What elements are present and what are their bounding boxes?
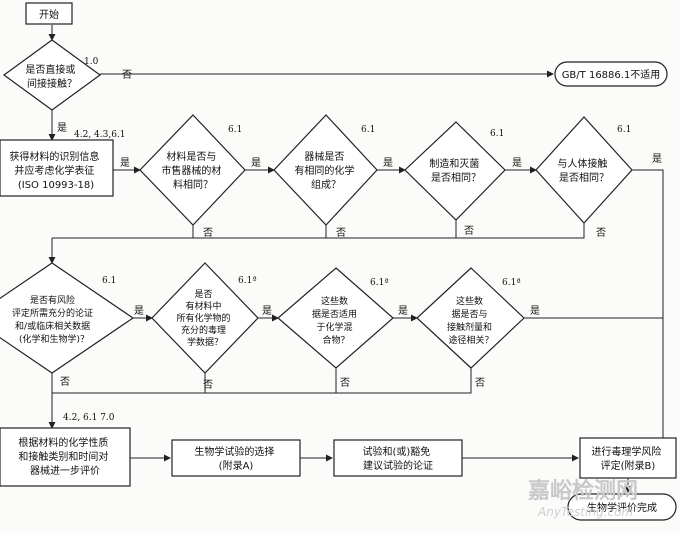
decision-same-chemistry (273, 114, 378, 226)
ref-d4: 6.1 (490, 129, 504, 139)
start-box (25, 2, 73, 25)
risk-text: 进行毒理学风险 评定(附录B) (591, 445, 664, 472)
label-d8-yes: 是 (398, 305, 408, 317)
ref-d9: 6.1ª (502, 278, 521, 288)
ref-d8: 6.1ª (370, 278, 389, 288)
label-d2-no: 否 (203, 227, 213, 239)
decision-contact-text: 是否直接或 间接接触？ (25, 63, 78, 90)
waiver-text: 试验和(或)豁免 建议试验的论证 (363, 445, 434, 472)
decision-same-manufacturing (404, 121, 506, 221)
decision-same-material-text: 材料是否与 市售器械的材 料相同？ (161, 150, 224, 191)
watermark-en: AnyTesting.com (537, 505, 633, 519)
label-d4-yes: 是 (512, 157, 522, 169)
label-d4-no: 否 (464, 225, 474, 237)
label-d9-yes: 是 (530, 305, 540, 317)
evaluate-text: 根据材料的化学性质 和接触类别和时间对 器械进一步评价 (18, 436, 111, 477)
decision-same-chemistry-text: 器械是否 有相同的化学 组成？ (294, 150, 357, 191)
label-d5-no: 否 (596, 227, 606, 239)
decision-mixture-text: 这些数 据是否适用 于化学混 合物？ (312, 295, 360, 346)
connectors (48, 25, 667, 493)
ref-evaluate: 4.2, 6.1 7.0 (63, 413, 115, 423)
decision-dose-route (416, 267, 525, 369)
label-d3-no: 否 (336, 227, 346, 239)
decision-contact (2, 39, 102, 111)
identify-box (0, 139, 114, 197)
label-d9-no: 否 (475, 377, 485, 389)
bio-select-box (171, 439, 301, 477)
label-d8-no: 否 (340, 377, 350, 389)
label-d1-yes: 是 (57, 122, 67, 134)
ref-d7: 6.1ª (238, 276, 257, 286)
label-d7-no: 否 (203, 379, 213, 391)
evaluate-box (0, 427, 131, 487)
decision-tox-data-text: 是否 有材料中 所有化学物的 充分的毒理 学数据？ (177, 289, 234, 348)
terminal-done-label: 生物学评价完成 (587, 501, 657, 514)
decision-same-contact (535, 116, 633, 224)
risk-box (579, 437, 677, 479)
decision-mixture (277, 267, 394, 369)
decision-same-manufacturing-text: 制造和灭菌 是否相同？ (429, 157, 482, 184)
watermark-cn: 嘉峪检测网 (528, 478, 638, 504)
ref-d2: 6.1 (228, 125, 242, 135)
label-d1-no: 否 (122, 69, 132, 81)
label-identify-yes: 是 (120, 157, 130, 169)
terminal-done (567, 493, 677, 521)
ref-identify: 4.2, 4.3,6.1 (74, 130, 126, 140)
identify-text: 获得材料的识别信息 并应考虑化学表征 (ISO 10993-18) (9, 150, 102, 191)
decision-same-contact-text: 与人体接触 是否相同？ (557, 157, 610, 184)
label-d6-yes: 是 (134, 305, 144, 317)
decision-tox-data (151, 262, 259, 374)
terminal-not-applicable-label: GB/T 16886.1不适用 (562, 69, 661, 81)
ref-d1: 1.0 (84, 57, 99, 67)
bio-select-text: 生物学试验的选择 (附录A) (194, 445, 277, 472)
label-d5-yes: 是 (652, 153, 662, 165)
ref-d3: 6.1 (361, 125, 375, 135)
decision-dose-route-text: 这些数 据是否与 接触剂量和 途径相关？ (447, 295, 495, 346)
ref-d5: 6.1 (617, 125, 631, 135)
start-label: 开始 (39, 8, 59, 21)
label-d3-yes: 是 (383, 157, 393, 169)
decision-risk-data-text: 是否有风险 评定所需充分的论证 和/或临床相关数据 (化学和生物学)？ (12, 294, 96, 345)
terminal-not-applicable (554, 61, 668, 87)
decision-risk-data (0, 262, 135, 374)
label-d2-yes: 是 (251, 157, 261, 169)
label-d7-yes: 是 (262, 305, 272, 317)
waiver-box (333, 439, 463, 477)
ref-d6: 6.1 (102, 276, 116, 286)
decision-same-material (139, 114, 246, 226)
label-d6-no: 否 (60, 376, 70, 388)
